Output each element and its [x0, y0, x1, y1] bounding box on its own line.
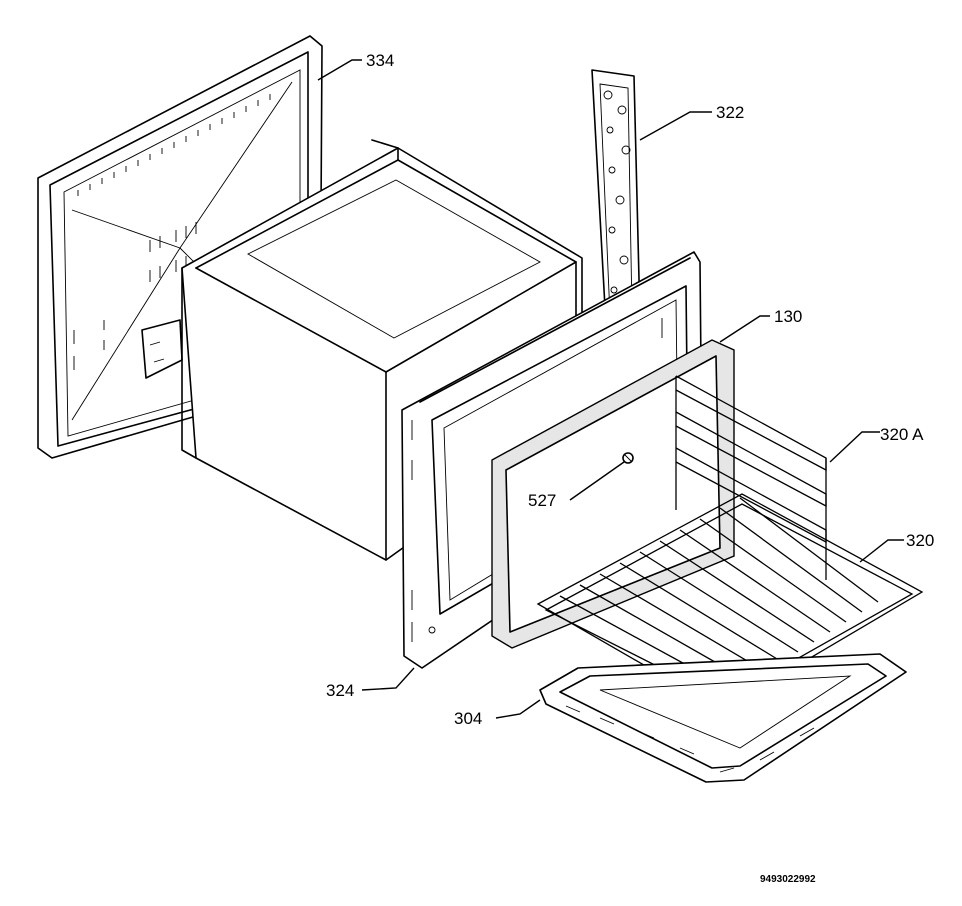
leader-130 [719, 315, 770, 343]
label-304: 304 [454, 709, 482, 728]
wire-shelf-320 [536, 493, 924, 711]
label-130: 130 [774, 307, 802, 326]
bolt-527 [622, 452, 634, 464]
baking-tray-304 [539, 653, 907, 783]
leader-320a [829, 431, 880, 463]
label-320: 320 [906, 531, 934, 550]
leader-324 [361, 667, 415, 691]
label-324: 324 [326, 681, 354, 700]
side-rail-322 [591, 69, 641, 327]
label-320a: 320 A [880, 425, 924, 444]
label-334: 334 [366, 51, 394, 70]
leader-322 [639, 111, 712, 141]
drawing-code: 9493022992 [760, 874, 816, 885]
leader-304 [495, 699, 541, 719]
shelf-support-320a [675, 375, 827, 580]
leader-527 [569, 461, 625, 501]
leader-320 [859, 539, 904, 563]
label-527: 527 [528, 491, 556, 510]
label-322: 322 [716, 103, 744, 122]
leader-334 [317, 59, 362, 81]
door-seal-130 [491, 339, 735, 649]
